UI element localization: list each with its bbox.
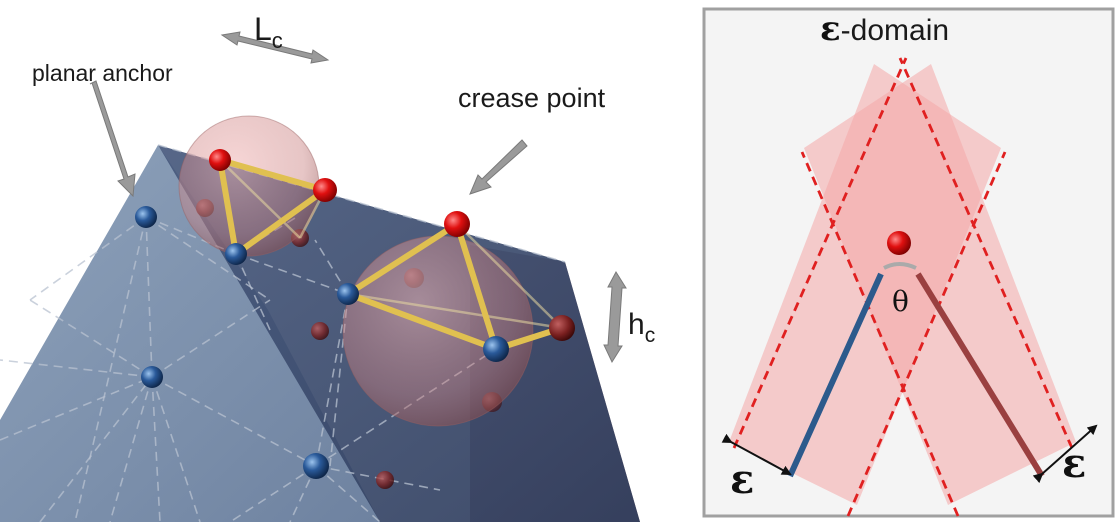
lc-double-arrow — [220, 31, 330, 64]
anchor-node — [303, 453, 329, 479]
domain-boundaries — [732, 57, 1074, 517]
crease-node — [444, 211, 470, 237]
epsilon-width-arrow-left — [721, 433, 792, 475]
theta-label: θ — [892, 285, 909, 318]
crease-node — [209, 149, 231, 171]
light-plane — [0, 145, 380, 522]
crease-node — [549, 315, 575, 341]
pointer-arrows — [89, 31, 627, 364]
segment-blue — [787, 272, 884, 478]
anchor-node — [135, 206, 157, 228]
anchor-node — [483, 336, 509, 362]
neighborhood-sphere — [342, 235, 534, 427]
epsilon-domain-panel: ε-domain θ ε ε — [702, 7, 1115, 518]
crease-node — [313, 178, 337, 202]
panel-title: ε-domain — [820, 9, 949, 49]
anchor-node — [225, 243, 247, 265]
crease-point-marker — [887, 231, 911, 255]
thin-rods — [219, 159, 563, 330]
lc-label: Lc — [254, 11, 283, 53]
crease-point-arrow — [469, 139, 528, 195]
epsilon-width-arrow-right — [1032, 424, 1098, 484]
anchor-node — [141, 366, 163, 388]
inner-node — [376, 471, 394, 489]
segment-red — [915, 272, 1045, 478]
planar-anchor-arrow — [89, 80, 136, 198]
planar-anchor-label: planar anchor — [32, 60, 173, 86]
hc-label: hc — [628, 308, 655, 347]
epsilon-label-left: ε — [730, 456, 754, 503]
angle-arc — [883, 262, 917, 270]
anchor-node — [337, 283, 359, 305]
crease-point-label: crease point — [458, 83, 606, 113]
domain-strip-right — [804, 64, 1076, 505]
inner-node — [311, 322, 329, 340]
epsilon-label-right: ε — [1062, 440, 1086, 487]
hc-double-arrow — [603, 271, 627, 364]
surface-rendering — [0, 115, 640, 522]
